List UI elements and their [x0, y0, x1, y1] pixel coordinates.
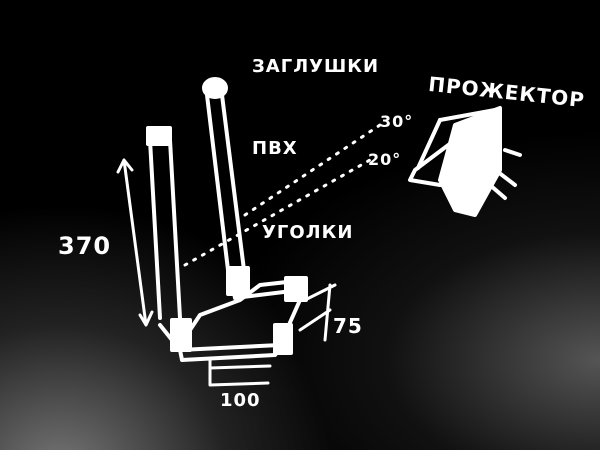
corners-label: УГОЛКИ — [262, 222, 354, 243]
width-dimension-label: 100 — [220, 390, 261, 411]
caps-label: ЗАГЛУШКИ — [252, 56, 380, 77]
depth-dimension-label: 75 — [333, 314, 363, 338]
pvc-label: ПВХ — [252, 138, 298, 159]
height-dimension-label: 370 — [58, 232, 112, 260]
dimension-lines — [116, 158, 337, 387]
right-pvc-pipe — [202, 77, 246, 272]
left-pvc-pipe — [146, 126, 182, 320]
base-frame — [158, 266, 308, 362]
projector-drawing — [408, 106, 522, 217]
light-rays — [183, 123, 382, 267]
angle-20-label: 20° — [368, 150, 402, 169]
angle-30-label: 30° — [380, 112, 414, 131]
